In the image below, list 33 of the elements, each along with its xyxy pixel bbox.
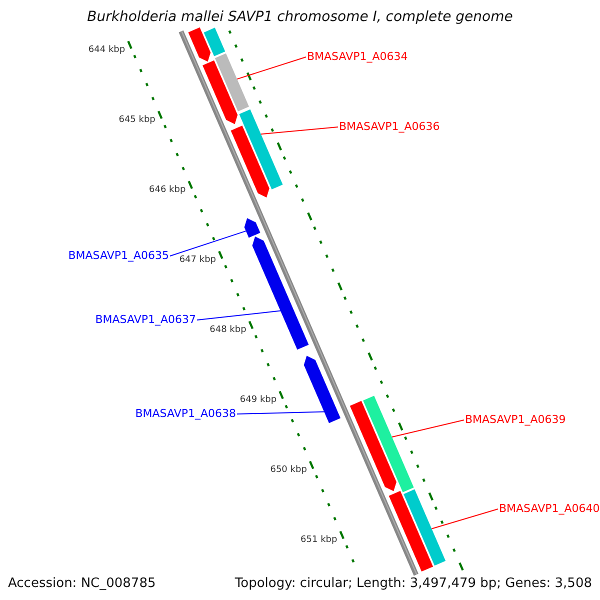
scale-label: 646 kbp [149, 185, 186, 196]
scale-label: 649 kbp [240, 395, 277, 406]
gene-block [252, 236, 309, 350]
scale-label: 647 kbp [179, 255, 216, 266]
scale-label: 645 kbp [118, 115, 156, 126]
gene-label: BMASAVP1_A0635 [68, 249, 169, 263]
gene-label: BMASAVP1_A0634 [307, 50, 408, 64]
scale-label: 650 kbp [270, 465, 307, 476]
leader-line [236, 411, 325, 414]
gene-label: BMASAVP1_A0636 [339, 120, 440, 134]
gene-block [244, 218, 260, 238]
gene-block [350, 401, 396, 492]
leader-line [260, 126, 338, 135]
leader-line [431, 508, 498, 530]
accession-text: Accession: NC_008785 [8, 576, 156, 592]
summary-text: Topology: circular; Length: 3,497,479 bp; Genes: 3,508 [234, 576, 592, 592]
gene-block [202, 60, 238, 124]
scale-label: 651 kbp [300, 535, 338, 546]
gene-label: BMASAVP1_A0639 [465, 413, 566, 427]
gene-block [304, 356, 340, 424]
gene-block [188, 27, 211, 62]
scale-label: 644 kbp [88, 45, 126, 56]
leader-line [391, 420, 464, 438]
leader-line [196, 310, 282, 320]
gene-label: BMASAVP1_A0638 [135, 407, 236, 421]
leader-line [236, 56, 306, 80]
scale-label: 648 kbp [210, 325, 246, 336]
gene-label: BMASAVP1_A0640 [499, 502, 600, 516]
gene-label: BMASAVP1_A0637 [95, 313, 196, 327]
gene-bar [204, 28, 226, 56]
leader-line [170, 230, 247, 256]
gene-block [230, 126, 270, 198]
gene-block [388, 490, 433, 572]
